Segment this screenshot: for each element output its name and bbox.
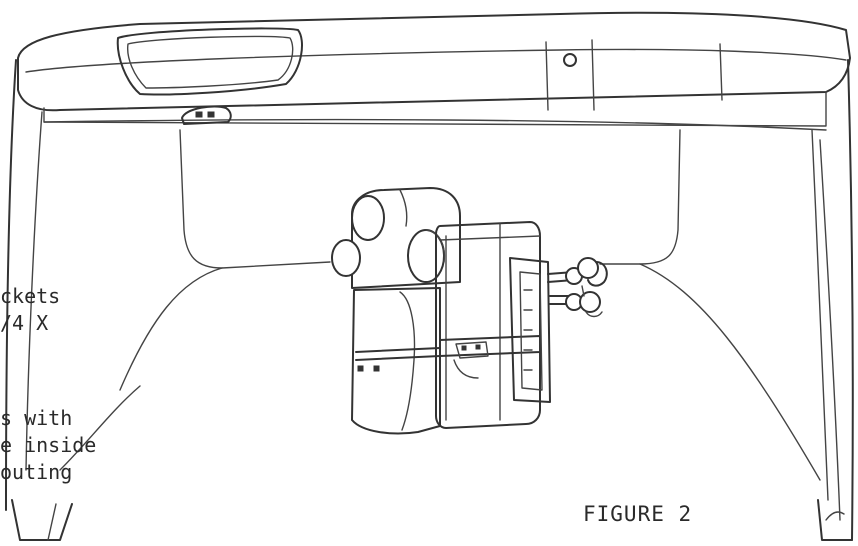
note-line-5: outing [0,460,73,484]
note-line-3: s with [0,406,73,430]
note-leader-lines [59,385,141,471]
note-line-1: ckets [0,284,61,308]
note-line-4: e inside [0,433,97,457]
left-pillar [5,59,43,511]
header-bracket [181,105,232,125]
blower-motor-assembly [331,187,608,435]
mounting-strip [545,39,723,111]
figure-caption: FIGURE 2 [583,502,693,526]
right-pillar [811,59,854,541]
dome-light [116,27,303,96]
note-line-2: /4 X [0,311,49,335]
floor-corners [11,499,853,541]
headliner [119,129,821,481]
roof-header [17,11,851,131]
